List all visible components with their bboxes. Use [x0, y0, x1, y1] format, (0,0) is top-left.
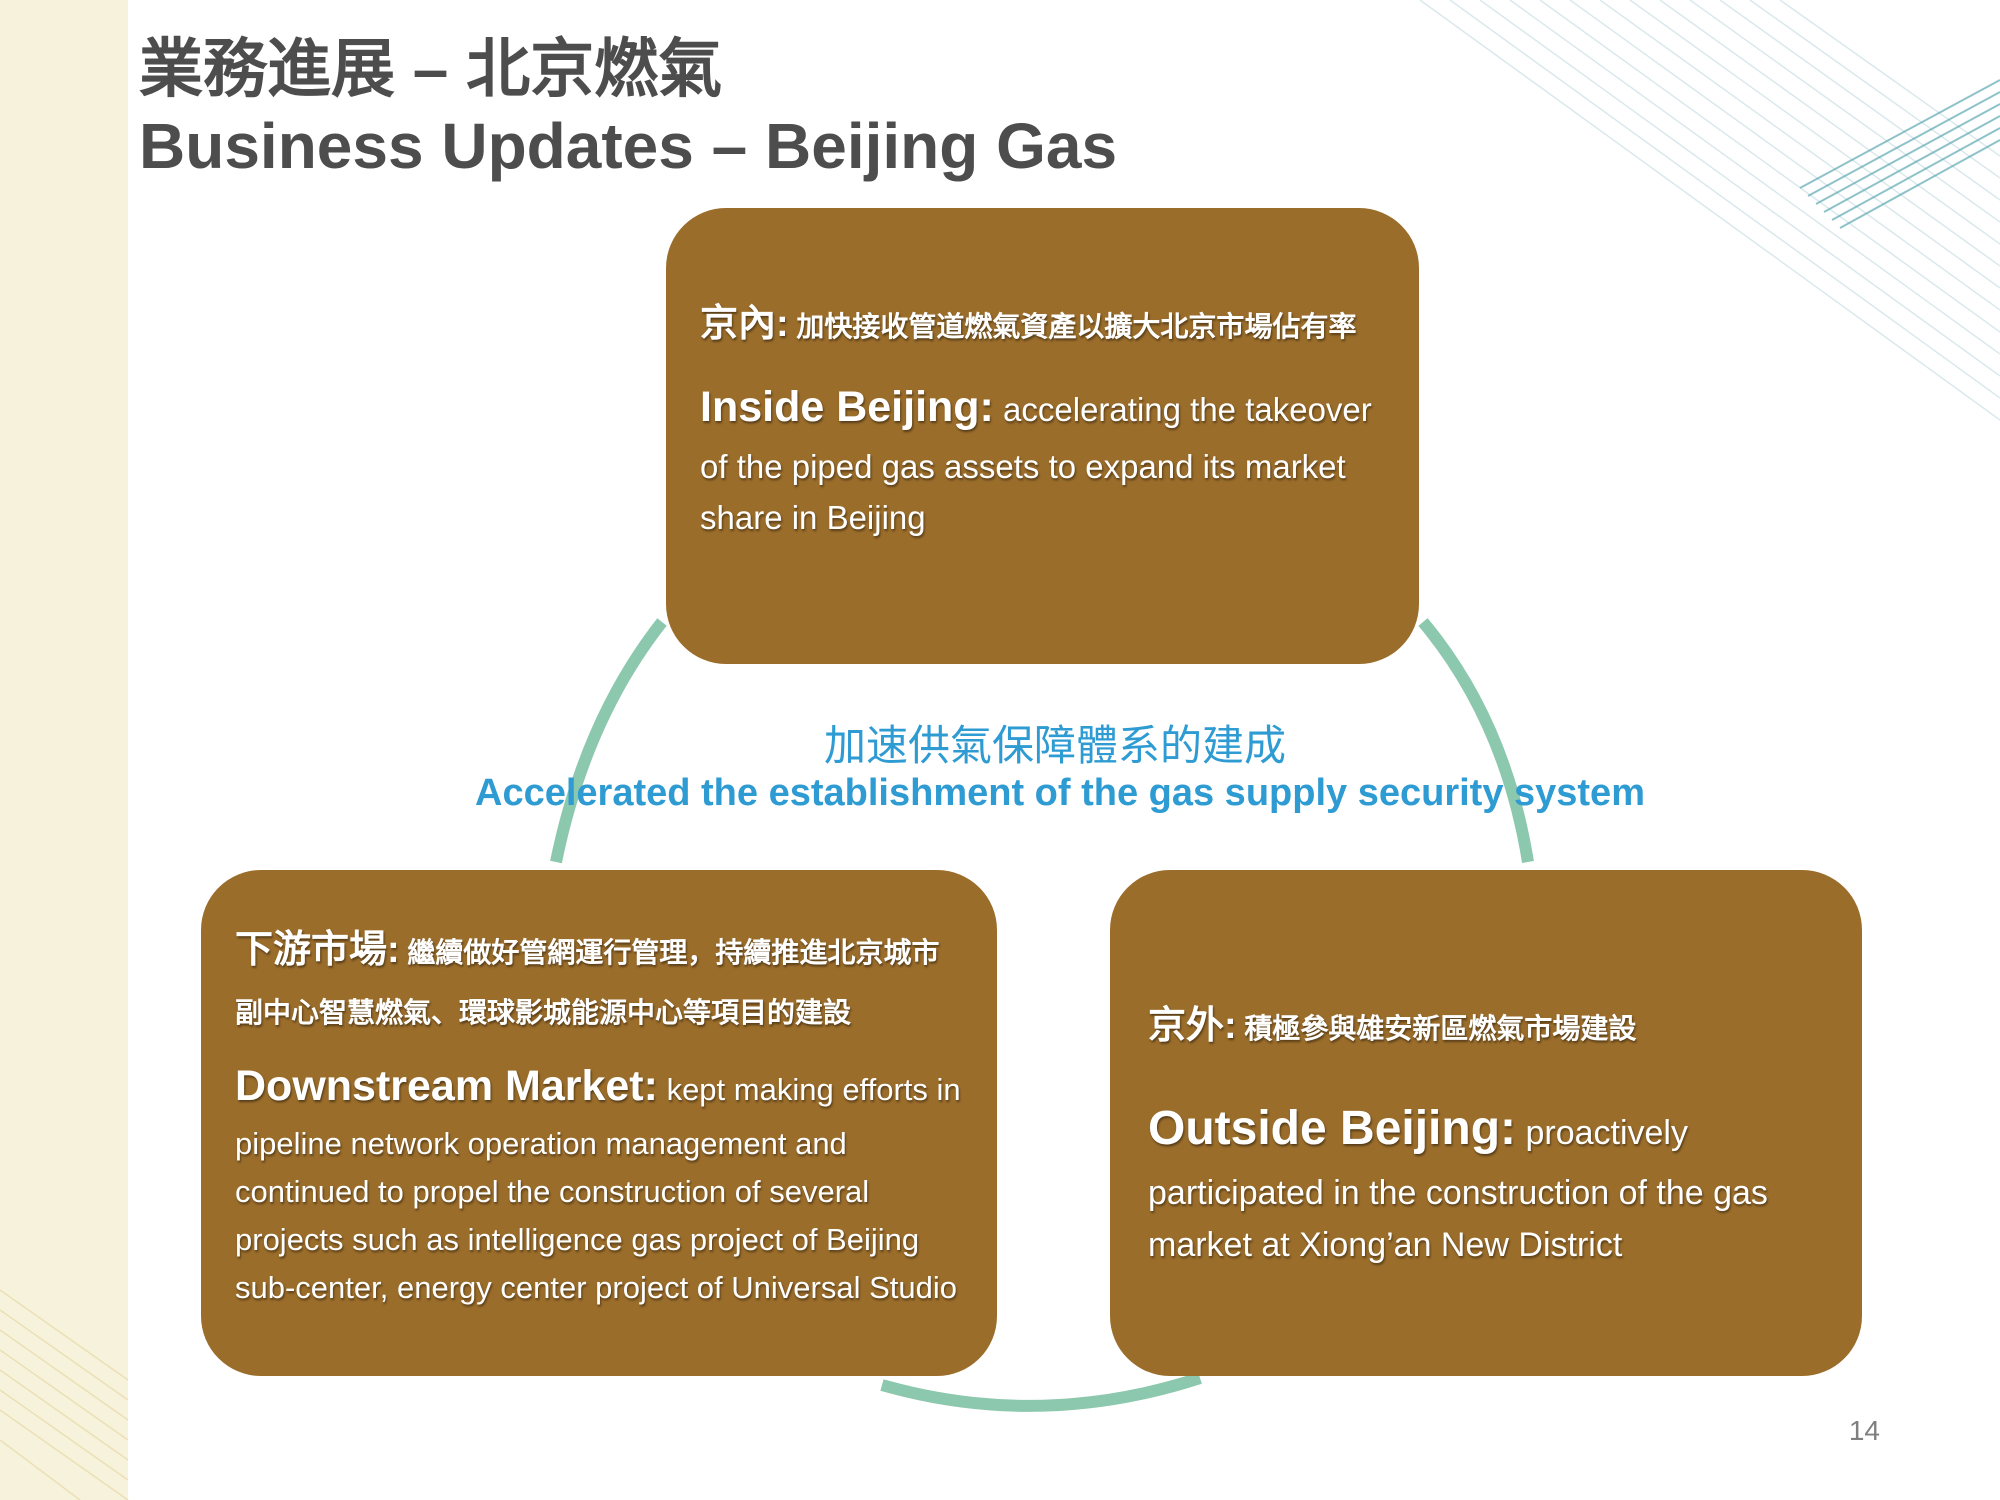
slide-title: 業務進展 – 北京燃氣 Business Updates – Beijing G… [139, 33, 1118, 183]
box-outside-beijing: 京外: 積極參與雄安新區燃氣市場建設 Outside Beijing: proa… [1110, 870, 1862, 1376]
box-downstream-chinese-lead: 下游市場: [235, 929, 400, 971]
box-outside-beijing-chinese: 京外: 積極參與雄安新區燃氣市場建設 [1148, 990, 1832, 1062]
box-inside-beijing: 京內: 加快接收管道燃氣資產以擴大北京市場佔有率 Inside Beijing:… [666, 208, 1419, 664]
center-heading-english: Accelerated the establishment of the gas… [475, 772, 1645, 814]
box-outside-beijing-english: Outside Beijing: proactively participate… [1148, 1092, 1832, 1272]
left-decorative-band [0, 0, 128, 1500]
arc-bottom [880, 1372, 1202, 1412]
box-downstream-english: Downstream Market: kept making efforts i… [235, 1053, 967, 1312]
box-downstream-english-lead: Downstream Market: [235, 1062, 658, 1111]
center-heading-chinese: 加速供氣保障體系的建成 [823, 722, 1286, 769]
box-inside-beijing-chinese-text: 加快接收管道燃氣資產以擴大北京市場佔有率 [788, 311, 1357, 342]
box-downstream-chinese-text: 繼續做好管網運行管理，持續推進北京城市副中心智慧燃氣、環球影城能源中心等項目的建… [235, 937, 940, 1029]
box-outside-beijing-chinese-lead: 京外: [1148, 1005, 1237, 1047]
box-downstream-chinese: 下游市場: 繼續做好管網運行管理，持續推進北京城市副中心智慧燃氣、環球影城能源中… [235, 914, 967, 1039]
box-inside-beijing-english: Inside Beijing: accelerating the takeove… [700, 374, 1389, 543]
box-downstream-english-text: kept making efforts in pipeline network … [235, 1072, 961, 1306]
box-inside-beijing-english-lead: Inside Beijing: [700, 383, 994, 432]
box-downstream-market: 下游市場: 繼續做好管網運行管理，持續推進北京城市副中心智慧燃氣、環球影城能源中… [201, 870, 997, 1376]
box-outside-beijing-chinese-text: 積極參與雄安新區燃氣市場建設 [1236, 1013, 1637, 1044]
box-inside-beijing-english-text: accelerating the takeover of the piped g… [700, 391, 1372, 536]
title-english: Business Updates – Beijing Gas [139, 110, 1118, 183]
box-inside-beijing-chinese: 京內: 加快接收管道燃氣資產以擴大北京市場佔有率 [700, 288, 1389, 360]
box-outside-beijing-english-text: proactively participated in the construc… [1148, 1114, 1768, 1265]
arc-top-left [550, 618, 667, 864]
box-outside-beijing-english-lead: Outside Beijing: [1148, 1102, 1517, 1156]
page-number: 14 [1848, 1415, 1880, 1446]
title-chinese: 業務進展 – 北京燃氣 [139, 33, 723, 105]
arc-top-right [1418, 618, 1534, 863]
box-inside-beijing-chinese-lead: 京內: [700, 303, 789, 345]
